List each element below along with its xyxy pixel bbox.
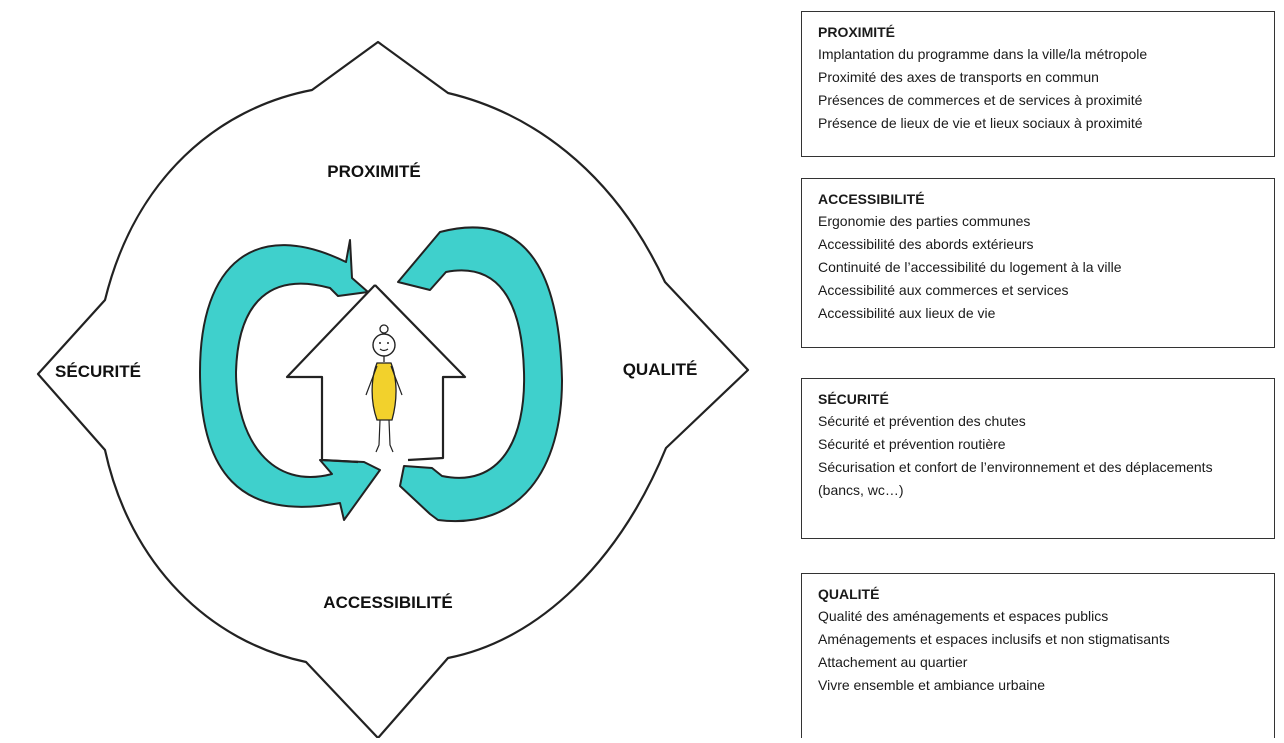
right-cycle-arrow [397, 226, 563, 523]
label-accessibilite: ACCESSIBILITÉ [323, 593, 453, 612]
list-item: Aménagements et espaces inclusifs et non… [818, 631, 1170, 647]
panel-title: PROXIMITÉ [818, 24, 896, 40]
list-item: Proximité des axes de transports en comm… [818, 69, 1099, 85]
list-item: Continuité de l’accessibilité du logemen… [818, 259, 1122, 275]
list-item: Accessibilité aux commerces et services [818, 282, 1069, 298]
panel-title: SÉCURITÉ [818, 391, 889, 407]
label-proximite: PROXIMITÉ [327, 162, 421, 181]
panel-title: ACCESSIBILITÉ [818, 191, 925, 207]
list-item: Présence de lieux de vie et lieux sociau… [818, 115, 1143, 131]
label-qualite: QUALITÉ [622, 360, 698, 379]
list-item: Qualité des aménagements et espaces publ… [818, 608, 1109, 624]
left-cycle-arrow [199, 239, 381, 521]
list-item: Présences de commerces et de services à … [818, 92, 1143, 108]
list-item: Vivre ensemble et ambiance urbaine [818, 677, 1045, 693]
panel-title: QUALITÉ [818, 586, 880, 602]
yellow-dress [371, 362, 397, 421]
list-item: Attachement au quartier [818, 654, 968, 670]
compass-diagram: PROXIMITÉ SÉCURITÉ QUALITÉ ACCESSIBILITÉ [36, 40, 750, 740]
panel-proximite: PROXIMITÉ Implantation du programme dans… [801, 11, 1275, 157]
list-item: Sécurité et prévention routière [818, 436, 1006, 452]
person-figure [365, 324, 403, 453]
diagram-drawing [36, 40, 750, 740]
list-item: Accessibilité aux lieux de vie [818, 305, 996, 321]
panel-accessibilite: ACCESSIBILITÉ Ergonomie des parties comm… [801, 178, 1275, 348]
list-item: Ergonomie des parties communes [818, 213, 1031, 229]
panel-qualite: QUALITÉ Qualité des aménagements et espa… [801, 573, 1275, 738]
list-item: Sécurité et prévention des chutes [818, 413, 1026, 429]
list-item: Implantation du programme dans la ville/… [818, 46, 1148, 62]
panel-items: Qualité des aménagements et espaces publ… [818, 605, 1260, 697]
list-item: Sécurisation et confort de l’environneme… [818, 459, 1213, 498]
panel-items: Implantation du programme dans la ville/… [818, 43, 1260, 135]
label-securite: SÉCURITÉ [55, 362, 141, 381]
list-item: Accessibilité des abords extérieurs [818, 236, 1034, 252]
house-outline [285, 284, 467, 464]
panel-securite: SÉCURITÉ Sécurité et prévention des chut… [801, 378, 1275, 539]
panel-items: Ergonomie des parties communes Accessibi… [818, 210, 1260, 325]
panel-items: Sécurité et prévention des chutes Sécuri… [818, 410, 1260, 502]
